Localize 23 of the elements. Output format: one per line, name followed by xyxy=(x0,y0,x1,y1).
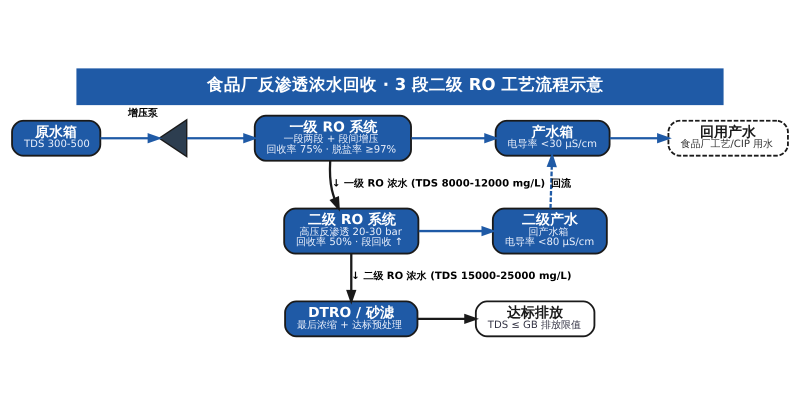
arrow xyxy=(186,132,258,143)
node-box: 回用产水 食品厂工艺/CIP 用水 xyxy=(668,119,789,156)
arrow xyxy=(418,313,479,324)
node-box: 原水箱 TDS 300-500 xyxy=(11,119,102,156)
edge-label: 回流 xyxy=(550,178,571,189)
edge-label: ↓ 一级 RO 浓水 (TDS 8000-12000 mg/L) xyxy=(332,178,546,189)
arrow xyxy=(546,152,557,208)
node-box: 达标排放 TDS ≤ GB 排放限值 xyxy=(474,300,596,337)
arrow xyxy=(346,253,356,304)
node-box: 二级 RO 系统 高压反渗透 20-30 bar 回收率 50% · 段回收 ↑ xyxy=(283,207,420,254)
node-box: 一级 RO 系统 一段两段 + 段间增压 回收率 75% · 脱盐率 ≥97% xyxy=(254,114,412,162)
diagram-title: 食品厂反渗透浓水回收 · 3 段二级 RO 工艺流程示意 xyxy=(206,74,604,94)
edge-label: ↓ 二级 RO 浓水 (TDS 15000-25000 mg/L) xyxy=(351,270,572,282)
arrow xyxy=(100,132,162,143)
node-box: 二级产水 回产水箱 电导率 <80 μS/cm xyxy=(492,207,608,254)
arrow xyxy=(418,225,496,236)
node-box: 产水箱 电导率 <30 μS/cm xyxy=(494,119,611,156)
node-box: DTRO / 砂滤 最后浓缩 + 达标预处理 xyxy=(284,300,418,337)
arrow xyxy=(610,132,672,143)
node-triangle xyxy=(158,118,188,158)
node-label: 增压泵 xyxy=(128,107,158,118)
arrow xyxy=(328,160,340,212)
arrow xyxy=(411,132,499,143)
